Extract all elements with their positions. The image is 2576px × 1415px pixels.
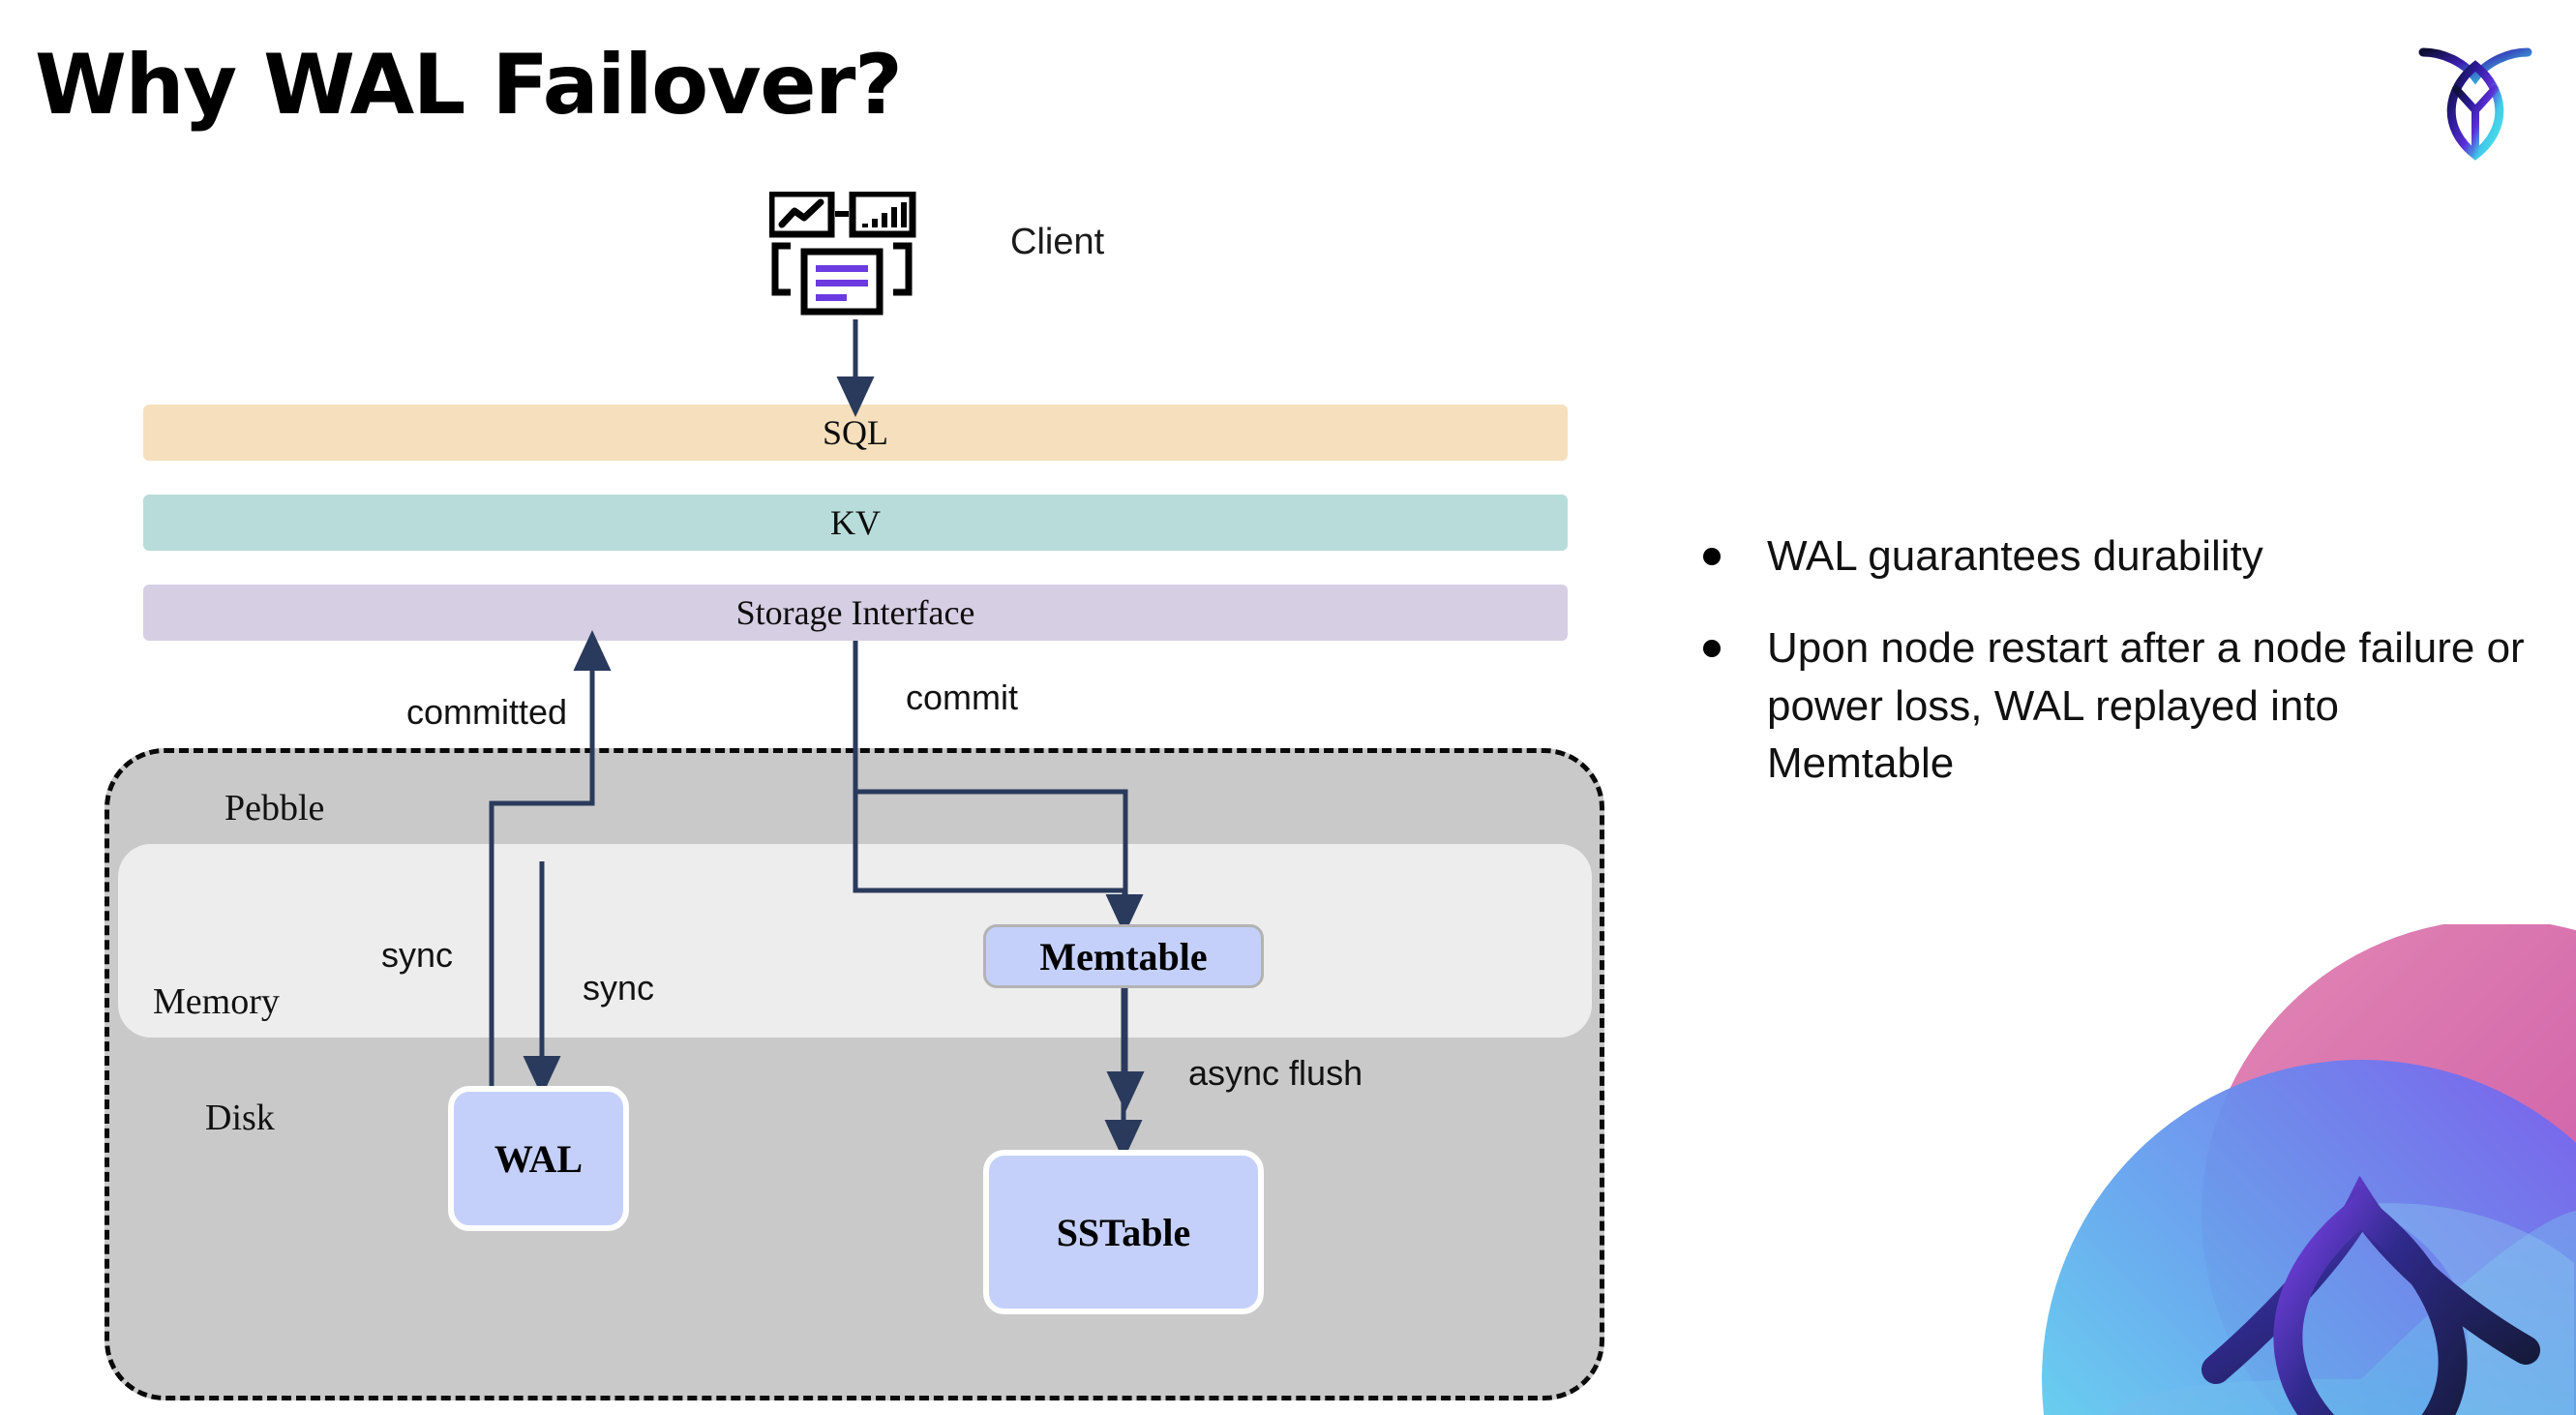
- node-memtable: Memtable: [983, 924, 1264, 988]
- client-label: Client: [1010, 222, 1105, 262]
- list-item: WAL guarantees durability: [1703, 527, 2535, 585]
- pebble-label: Pebble: [225, 788, 325, 828]
- disk-label: Disk: [205, 1098, 275, 1138]
- edge-label-committed: committed: [406, 692, 568, 732]
- cockroachdb-logo: [2408, 29, 2543, 165]
- edge-label-sync-right: sync: [583, 968, 655, 1008]
- memory-label: Memory: [153, 981, 280, 1022]
- node-sstable: SSTable: [983, 1150, 1264, 1314]
- page-title: Why WAL Failover?: [35, 37, 903, 134]
- bullet-text: WAL guarantees durability: [1767, 532, 2263, 580]
- client-dashboard-icon: [767, 190, 924, 317]
- bullet-list: WAL guarantees durability Upon node rest…: [1703, 527, 2535, 828]
- edge-label-async-flush: async flush: [1188, 1053, 1363, 1093]
- layer-bar-kv: KV: [143, 495, 1568, 551]
- bullet-text: Upon node restart after a node failure o…: [1767, 624, 2525, 788]
- gradient-circles-artwork: [1955, 924, 2576, 1415]
- layer-bar-storage-interface: Storage Interface: [143, 585, 1568, 641]
- memory-region: [118, 844, 1592, 1038]
- list-item: Upon node restart after a node failure o…: [1703, 619, 2535, 792]
- bullet-dot-icon: [1703, 640, 1721, 658]
- layer-bar-sql: SQL: [143, 405, 1568, 461]
- node-wal: WAL: [448, 1086, 629, 1231]
- edge-label-commit: commit: [906, 677, 1018, 717]
- edge-label-sync-left: sync: [381, 935, 454, 975]
- bullet-dot-icon: [1703, 548, 1721, 565]
